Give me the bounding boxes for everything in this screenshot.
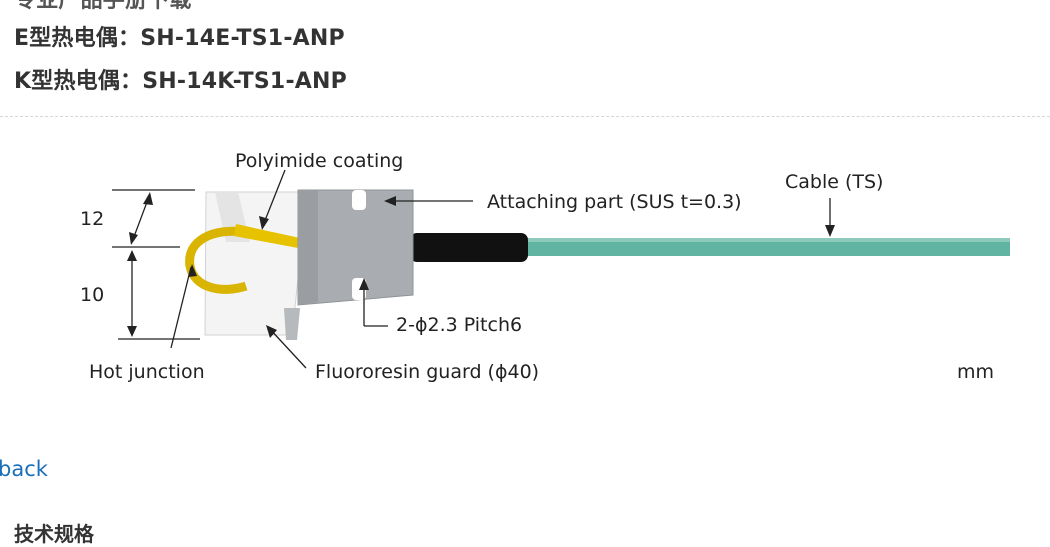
plate-hole-top <box>352 190 366 210</box>
heading-k-type: K型热电偶：SH-14K-TS1-ANP <box>14 69 347 94</box>
label-dim-12: 12 <box>80 208 104 230</box>
label-hot-junction: Hot junction <box>89 361 205 383</box>
label-attaching-part: Attaching part (SUS t=0.3) <box>487 191 742 213</box>
label-fluororesin-guard: Fluororesin guard (ϕ40) <box>315 361 539 383</box>
heading-e-type: E型热电偶：SH-14E-TS1-ANP <box>14 26 345 51</box>
cable-highlight <box>522 238 1010 242</box>
cable-boot <box>410 233 528 262</box>
label-cable: Cable (TS) <box>785 171 883 193</box>
plate-fold <box>298 190 318 305</box>
leader-arrowheads <box>188 196 835 338</box>
polyimide-tape <box>185 226 248 294</box>
cut-heading: 专业产品手册下载 <box>14 0 192 13</box>
back-link[interactable]: back <box>0 457 48 481</box>
cut-section-heading: 技术规格 <box>14 522 94 546</box>
dimension-lines <box>112 189 200 340</box>
cable-sheath <box>522 238 1010 256</box>
label-dim-10: 10 <box>80 284 104 306</box>
plate-tab <box>284 308 300 340</box>
label-unit: mm <box>957 361 994 383</box>
polyimide-strip <box>234 224 300 248</box>
sensor-diagram: Polyimide coating Attaching part (SUS t=… <box>80 150 1010 383</box>
divider <box>0 116 1050 117</box>
dimension-arrowheads <box>127 192 153 337</box>
label-polyimide: Polyimide coating <box>235 150 403 172</box>
label-hole-pitch: 2-ϕ2.3 Pitch6 <box>396 314 522 336</box>
